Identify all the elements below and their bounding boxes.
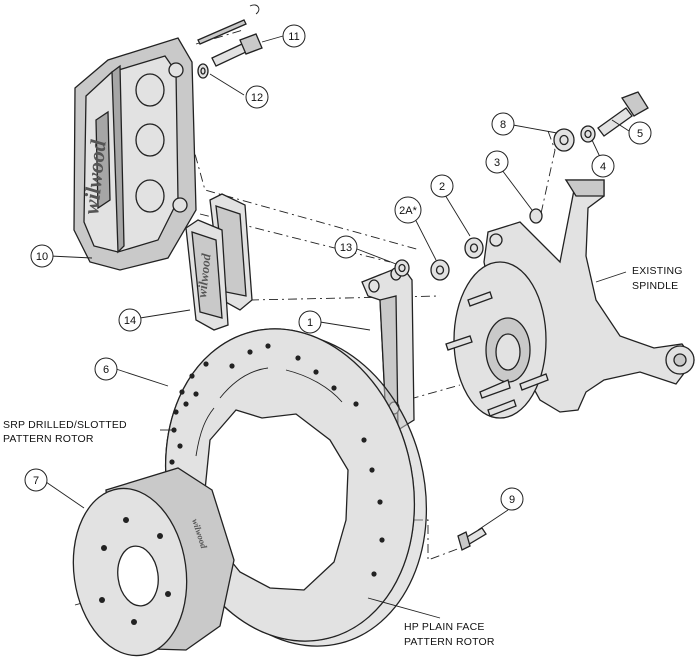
caliper-bolt-hardware [197, 4, 263, 79]
label-hp-rotor: HP PLAIN FACE PATTERN ROTOR [404, 621, 495, 648]
svg-text:11: 11 [288, 31, 299, 43]
svg-text:2: 2 [439, 181, 445, 193]
rotor-hat: wilwood [72, 467, 235, 657]
callout-14: 14 [118, 308, 142, 332]
svg-text:EXISTING: EXISTING [632, 265, 683, 277]
rotor-slots [195, 367, 343, 457]
svg-text:12: 12 [251, 92, 263, 104]
leader-lines [45, 35, 630, 619]
callout-12: 12 [245, 85, 269, 109]
pad-brand-logo: wilwood [194, 252, 214, 298]
svg-text:SPINDLE: SPINDLE [632, 280, 678, 292]
svg-text:9: 9 [509, 494, 515, 506]
svg-text:wilwood: wilwood [194, 252, 214, 298]
svg-text:SRP DRILLED/SLOTTED: SRP DRILLED/SLOTTED [3, 419, 127, 431]
callout-2: 2 [430, 174, 454, 198]
callout-10: 10 [30, 244, 54, 268]
svg-text:7: 7 [33, 475, 39, 487]
callout-4: 4 [591, 154, 615, 178]
svg-text:14: 14 [124, 315, 136, 327]
svg-text:4: 4 [600, 161, 606, 173]
svg-text:2A*: 2A* [399, 205, 417, 217]
callout-1: 1 [298, 310, 322, 334]
callout-13: 13 [334, 235, 358, 259]
label-existing-spindle: EXISTING SPINDLE [632, 265, 683, 292]
caliper: wilwood [73, 37, 197, 271]
svg-text:8: 8 [500, 119, 506, 131]
brake-pads: wilwood [185, 193, 253, 331]
callout-6: 6 [94, 357, 118, 381]
label-srp-rotor: SRP DRILLED/SLOTTED PATTERN ROTOR [3, 419, 127, 445]
callout-3: 3 [485, 150, 509, 174]
callout-5: 5 [628, 121, 652, 145]
washers-and-spacers [394, 125, 596, 281]
callout-2a: 2A* [394, 196, 422, 224]
hub [445, 261, 549, 419]
svg-text:1: 1 [307, 317, 313, 329]
bolt-9 [457, 527, 487, 551]
hat-bolt-holes [99, 517, 171, 625]
svg-text:5: 5 [637, 128, 643, 140]
svg-text:6: 6 [103, 364, 109, 376]
callout-7: 7 [24, 468, 48, 492]
callout-11: 11 [282, 24, 306, 48]
callout-8: 8 [491, 112, 515, 136]
svg-text:3: 3 [494, 157, 500, 169]
svg-text:PATTERN ROTOR: PATTERN ROTOR [404, 636, 495, 648]
svg-text:PATTERN ROTOR: PATTERN ROTOR [3, 433, 94, 445]
callout-bubbles: 11 12 5 4 8 3 2 2A* [24, 24, 652, 511]
svg-text:10: 10 [36, 251, 48, 263]
svg-text:13: 13 [340, 242, 352, 254]
spacer-3 [529, 208, 543, 224]
svg-text:HP PLAIN FACE: HP PLAIN FACE [404, 621, 485, 633]
part-labels: EXISTING SPINDLE SRP DRILLED/SLOTTED PAT… [3, 265, 683, 648]
callout-9: 9 [500, 487, 524, 511]
hub-studs [445, 291, 549, 417]
